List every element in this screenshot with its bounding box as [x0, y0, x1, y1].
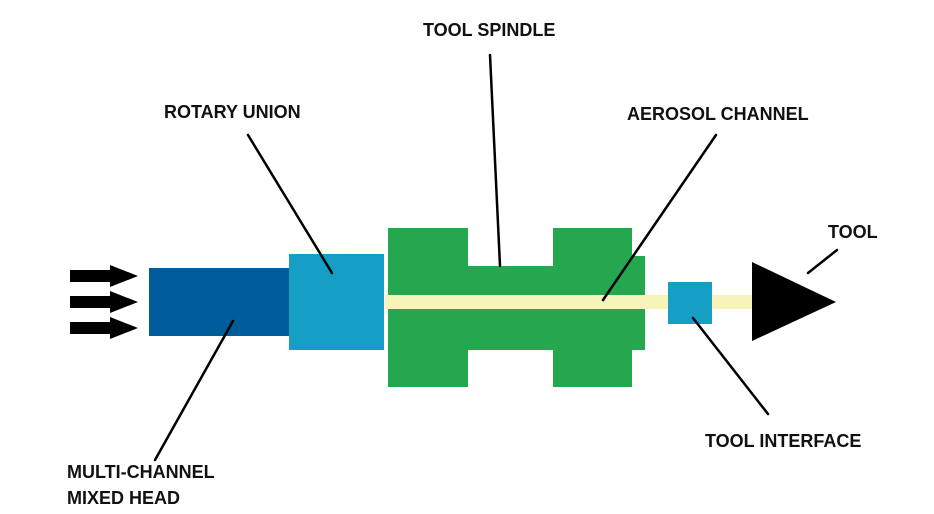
input-arrow-icon [70, 291, 138, 313]
rotary-union-block [289, 254, 384, 350]
leader-line-tool [806, 248, 839, 275]
leader-line-mixed-head [153, 319, 235, 462]
label-mixed-head-line2: MIXED HEAD [67, 488, 180, 508]
spindle-lower-half [388, 309, 645, 387]
leader-line-rotary-union [246, 133, 334, 275]
input-arrows [70, 265, 138, 339]
mixed-head-block [149, 268, 291, 336]
spindle-upper-half [388, 228, 645, 295]
label-tool-spindle: TOOL SPINDLE [423, 20, 555, 40]
input-arrow-icon [70, 265, 138, 287]
leader-line-aerosol-channel [601, 133, 718, 302]
label-rotary-union: ROTARY UNION [164, 102, 301, 122]
label-aerosol-channel: AEROSOL CHANNEL [627, 104, 809, 124]
tool-interface-block [668, 282, 712, 324]
leader-lines [153, 53, 839, 462]
label-mixed-head-line1: MULTI-CHANNEL [67, 462, 215, 482]
input-arrow-icon [70, 317, 138, 339]
tool-spindle [388, 228, 645, 387]
leader-line-tool-interface [691, 316, 770, 416]
label-tool: TOOL [828, 222, 878, 242]
leader-line-tool-spindle [488, 53, 502, 268]
tool-cone-icon [752, 262, 836, 341]
aerosol-channel [385, 295, 755, 309]
label-tool-interface: TOOL INTERFACE [705, 431, 861, 451]
